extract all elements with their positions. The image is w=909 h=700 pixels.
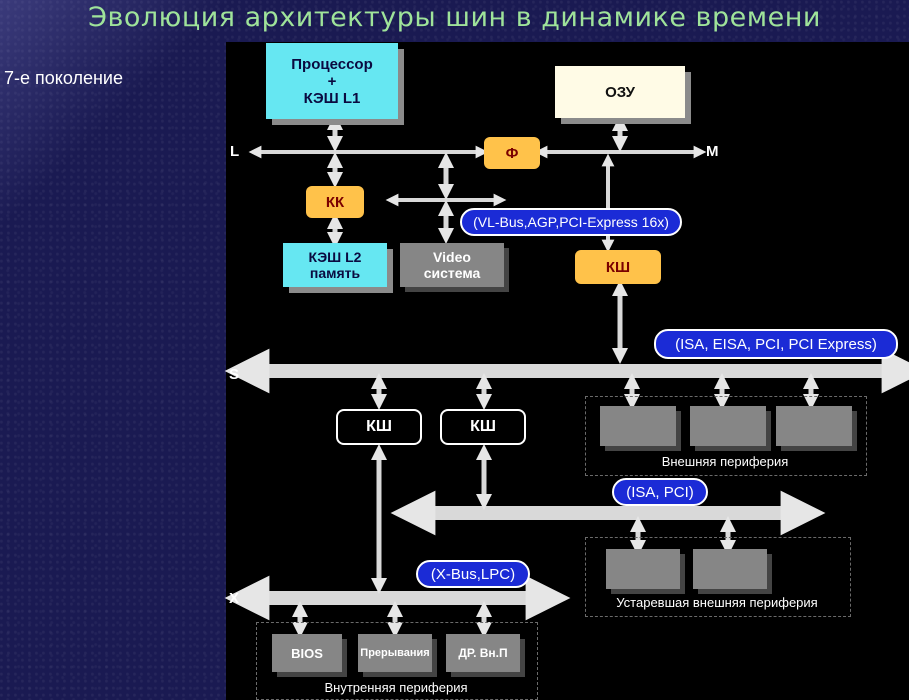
legacy-periphery-caption: Устаревшая внешняя периферия [616,595,818,610]
bus-controller-main-block: КШ [575,250,661,284]
ram-block: ОЗУ [555,66,685,118]
bridge-f-block: Ф [484,137,540,169]
bios-block: BIOS [272,634,342,672]
l2-cache-block: КЭШ L2 память [283,243,387,287]
secondary-bus-standard-label: (ISA, PCI) [612,478,708,506]
bus-label-s: S [229,366,240,383]
x-bus-standard-label: (X-Bus,LPC) [416,560,530,588]
legacy-periphery-group [585,537,851,617]
legacy-device-1 [606,549,680,589]
external-device-3 [776,406,852,446]
bus-controller-right-block: КШ [440,409,526,445]
video-system-block: Video система [400,243,504,287]
bus-label-x: X [229,590,240,607]
video-bus-standard-label: (VL-Bus,AGP,PCI-Express 16x) [460,208,682,236]
bus-label-m: M [706,143,719,160]
slide-title: Эволюция архитектуры шин в динамике врем… [88,2,821,33]
external-device-1 [600,406,676,446]
cpu-block: Процессор + КЭШ L1 [266,43,398,119]
bus-label-l: L [230,143,240,160]
generation-label: 7-е поколение [4,68,123,88]
external-device-2 [690,406,766,446]
system-bus-standard-label: (ISA, EISA, PCI, PCI Express) [654,329,898,359]
interrupts-block: Прерывания [358,634,432,672]
background-corner-decoration [0,0,230,230]
other-internal-block: ДР. Вн.П [446,634,520,672]
internal-periphery-caption: Внутренняя периферия [324,680,468,695]
external-periphery-group [585,396,867,476]
legacy-device-2 [693,549,767,589]
bus-controller-left-block: КШ [336,409,422,445]
cache-controller-block: КК [306,186,364,218]
external-periphery-caption: Внешняя периферия [661,454,789,469]
